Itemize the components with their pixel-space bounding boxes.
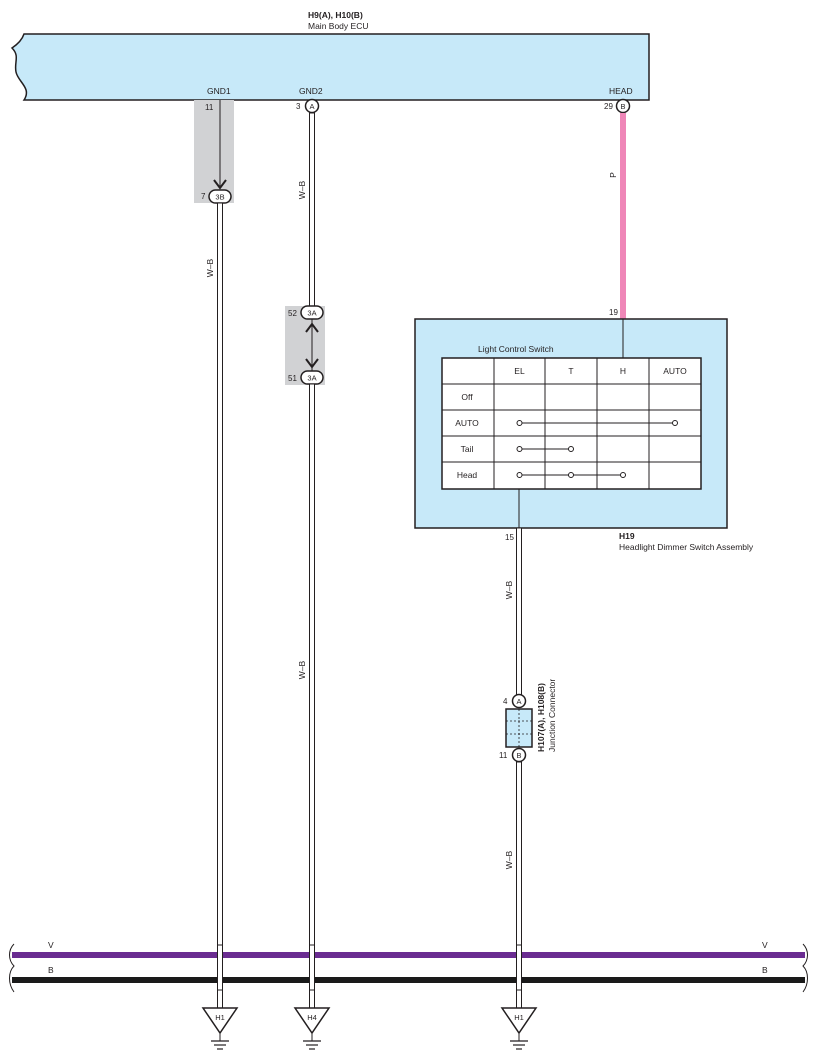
switch-contact-point <box>516 472 523 478</box>
terminal-label-head: HEAD <box>609 86 633 96</box>
junction-pin-52: 52 <box>288 309 297 318</box>
light-control-switch-title: Light Control Switch <box>478 344 554 354</box>
switch-row-off: Off <box>461 392 473 402</box>
switch-row-head: Head <box>457 470 478 480</box>
wire-head-pink <box>620 113 626 319</box>
gnd1-branch: 11 7 3B W–B <box>194 100 234 1012</box>
bus-b-label-right: B <box>762 965 768 975</box>
head-connector-label: B <box>620 102 625 111</box>
main-body-ecu: H9(A), H10(B) Main Body ECU GND1 GND2 HE… <box>10 10 650 101</box>
bus-v-label-right: V <box>762 940 768 950</box>
junction-arrow-down-icon <box>305 358 319 369</box>
junction-connector-name: Junction Connector <box>547 679 557 752</box>
jc-connector-a <box>511 693 527 709</box>
switch-contact-point <box>568 446 574 452</box>
ground-triangle-icon <box>201 1007 239 1035</box>
gnd2-connector-label: A <box>309 102 314 111</box>
junction-3a-lower-label: 3A <box>307 374 316 383</box>
switch-col-auto: AUTO <box>663 366 687 376</box>
switch-row-auto: AUTO <box>455 418 479 428</box>
wire-label-gnd2-upper: W–B <box>297 180 307 199</box>
switch-pin-19: 19 <box>609 308 618 317</box>
ground-label-2: H4 <box>307 1013 317 1022</box>
switch-contact-point <box>568 472 574 478</box>
switch-contact-point <box>620 472 626 478</box>
jc-pin-4: 4 <box>503 697 508 706</box>
terminal-label-gnd1: GND1 <box>207 86 231 96</box>
wire-label-gnd1: W–B <box>205 258 215 277</box>
wire-gnd1 <box>217 202 223 1012</box>
jc-pin-11: 11 <box>499 751 508 760</box>
bus-b <box>12 977 805 983</box>
splice-shade-gnd1 <box>194 100 234 203</box>
wire-label-head: P <box>608 172 618 178</box>
switch-output-branch: W–B 4 A 11 B H107(A), H108(B) Junction C… <box>499 527 557 1012</box>
switch-contact-point <box>516 420 523 426</box>
switch-connections <box>516 420 678 478</box>
switch-assembly-id: H19 <box>619 531 635 541</box>
junction-3a-upper-label: 3A <box>307 309 316 318</box>
switch-col-t: T <box>568 366 573 376</box>
bus-b-label-left: B <box>48 965 54 975</box>
ecu-name: Main Body ECU <box>308 21 368 31</box>
ground-h1-right: H1 <box>500 1007 538 1050</box>
wire-switch-upper <box>516 527 522 696</box>
bus-break-left <box>9 943 15 993</box>
bus-v-label-left: V <box>48 940 54 950</box>
jc-connector-b-label: B <box>516 751 521 760</box>
bus-v <box>12 952 805 958</box>
terminal-label-gnd2: GND2 <box>299 86 323 96</box>
wire-gnd2-upper <box>309 112 315 307</box>
wire-label-switch-upper: W–B <box>504 580 514 599</box>
switch-row-tail: Tail <box>461 444 474 454</box>
junction-connector-id: H107(A), H108(B) <box>536 683 546 752</box>
ground-h4: H4 <box>293 1007 331 1050</box>
switch-col-el: EL <box>514 366 525 376</box>
ecu-body <box>10 33 650 101</box>
wire-label-switch-lower: W–B <box>504 850 514 869</box>
switch-table: EL T H AUTO Off AUTO Tail Head <box>441 357 702 490</box>
junction-3b-label: 3B <box>215 193 224 202</box>
switch-col-h: H <box>620 366 626 376</box>
wire-label-gnd2-lower: W–B <box>297 660 307 679</box>
gnd1-arrow-icon <box>213 179 227 190</box>
junction-pin-51: 51 <box>288 374 297 383</box>
wire-gnd2-lower <box>309 383 315 1012</box>
ground-triangle-icon <box>500 1007 538 1035</box>
pin-gnd2: 3 <box>296 102 301 111</box>
headlight-dimmer-switch-assembly: 19 Light Control Switch EL T H AUTO Off … <box>414 308 754 552</box>
head-connector <box>615 98 631 114</box>
switch-pin-15: 15 <box>505 533 514 542</box>
ground-h1-left: H1 <box>201 1007 239 1050</box>
ground-label-1: H1 <box>215 1013 225 1022</box>
jc-connector-a-label: A <box>516 697 521 706</box>
switch-assembly-name: Headlight Dimmer Switch Assembly <box>619 542 754 552</box>
junction-pin-7: 7 <box>201 192 206 201</box>
gnd2-branch: 3 A W–B 52 3A 51 3A W–B <box>285 98 325 1012</box>
junction-arrow-up-icon <box>305 322 319 333</box>
head-branch: 29 B P <box>604 98 631 319</box>
switch-contact-point <box>516 446 523 452</box>
pin-gnd1: 11 <box>205 103 214 112</box>
ecu-connector-id: H9(A), H10(B) <box>308 10 363 20</box>
bus-break-right <box>802 943 808 993</box>
ground-label-3: H1 <box>514 1013 524 1022</box>
ground-triangle-icon <box>293 1007 331 1035</box>
switch-contact-point <box>672 420 678 426</box>
pin-head: 29 <box>604 102 613 111</box>
buses: V V B B <box>9 940 808 993</box>
